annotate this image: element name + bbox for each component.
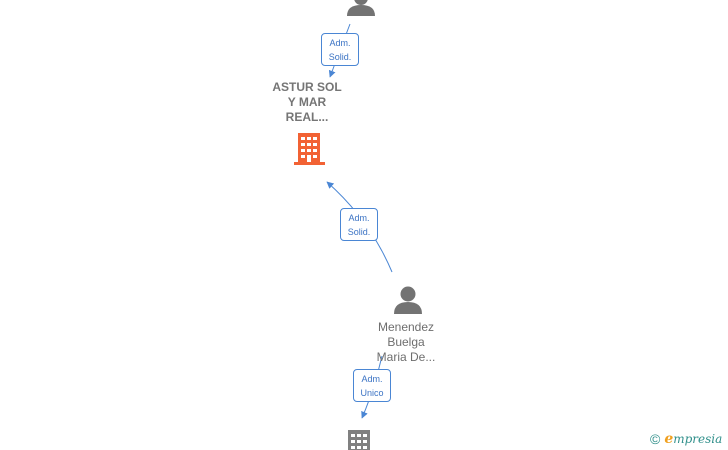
company-label[interactable]: ASTUR SOL Y MAR REAL... — [257, 80, 357, 125]
edge-label-line: Adm. — [348, 213, 370, 223]
company-label-line: ASTUR SOL — [272, 80, 342, 94]
edge-label-line: Adm. — [361, 374, 383, 384]
company-label-line: Y MAR — [287, 95, 327, 109]
empresia-logo[interactable]: empresia — [664, 432, 722, 446]
edge-label-person-to-company[interactable]: Adm. Solid. — [340, 208, 378, 241]
person-label[interactable]: Menendez Buelga Maria De... — [356, 320, 456, 365]
brand-watermark: © empresia — [650, 430, 722, 448]
edge-label-top-person-to-company[interactable]: Adm. Solid. — [321, 33, 359, 66]
building-icon-company[interactable] — [294, 133, 325, 165]
building-icon-bottom-company[interactable] — [348, 430, 370, 450]
edge-label-line: Unico — [360, 388, 384, 398]
person-label-line: Buelga — [387, 335, 425, 349]
logo-text: mpresia — [673, 432, 723, 446]
copyright-icon: © — [650, 431, 661, 447]
edge-label-line: Adm. — [329, 38, 351, 48]
company-label-line: REAL... — [285, 110, 329, 124]
person-label-line: Maria De... — [376, 350, 436, 364]
logo-initial: e — [664, 431, 674, 447]
person-icon[interactable] — [394, 286, 422, 315]
edge-label-person-to-bottom-company[interactable]: Adm. Unico — [353, 369, 391, 402]
edge-label-line: Solid. — [328, 52, 352, 62]
person-label-line: Menendez — [377, 320, 435, 334]
edge-label-line: Solid. — [347, 227, 371, 237]
person-icon-top[interactable] — [347, 0, 375, 16]
